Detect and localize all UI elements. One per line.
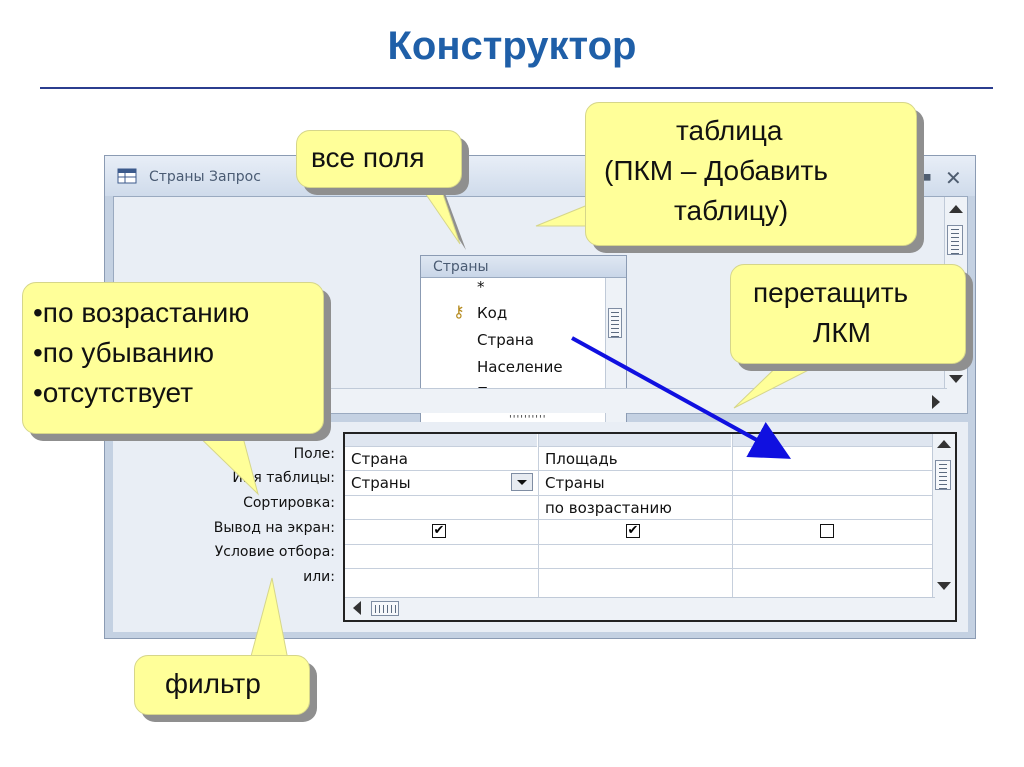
row-label-show: Вывод на экран: bbox=[213, 520, 335, 536]
row-label-criteria: Условие отбора: bbox=[214, 544, 335, 560]
show-checkbox-3[interactable] bbox=[820, 524, 834, 538]
filter-callout: фильтр bbox=[134, 655, 310, 715]
table-dropdown-icon[interactable] bbox=[511, 473, 533, 491]
design-grid-pane: Поле: Имя таблицы: Сортировка: Вывод на … bbox=[113, 422, 968, 632]
minimize-icon[interactable]: ▬ bbox=[915, 166, 933, 187]
title-underline bbox=[40, 87, 993, 89]
field-kod[interactable]: Код bbox=[477, 304, 508, 322]
slide-title: Конструктор bbox=[387, 24, 637, 68]
grid-divider bbox=[538, 434, 539, 600]
table-callout-line-1: таблица bbox=[676, 115, 783, 146]
query-icon bbox=[117, 168, 137, 184]
field-all[interactable]: * bbox=[477, 278, 485, 296]
grid-cell-sort-2[interactable]: по возрастанию bbox=[545, 499, 672, 517]
grid-scroll-down-icon[interactable] bbox=[937, 582, 951, 590]
filter-callout-tail bbox=[249, 577, 289, 661]
grid-divider bbox=[345, 495, 935, 496]
grid-divider bbox=[345, 544, 935, 545]
drag-arrow bbox=[571, 336, 792, 459]
primary-key-icon: ⚷ bbox=[453, 302, 465, 321]
field-list-scrollbar[interactable] bbox=[605, 278, 626, 422]
grid-divider bbox=[732, 434, 733, 600]
grid-divider bbox=[345, 470, 935, 471]
column-selector-1[interactable] bbox=[345, 434, 537, 447]
grid-cell-field-2[interactable]: Площадь bbox=[545, 450, 618, 468]
field-naselenie[interactable]: Население bbox=[477, 358, 563, 376]
sort-option-ascending: •по возрастанию bbox=[33, 297, 250, 328]
upper-scroll-thumb[interactable] bbox=[947, 225, 963, 255]
field-strana[interactable]: Страна bbox=[477, 331, 534, 349]
sort-options-callout: •по возрастанию •по убыванию •отсутствуе… bbox=[22, 282, 324, 434]
grid-divider bbox=[345, 519, 935, 520]
all-fields-callout: все поля bbox=[296, 130, 462, 188]
scroll-down-icon[interactable] bbox=[949, 375, 963, 383]
row-label-field: Поле: bbox=[293, 446, 335, 462]
drag-callout: перетащить ЛКМ bbox=[730, 264, 966, 364]
query-design-grid[interactable]: Страна Площадь Страны Страны по возраста… bbox=[343, 432, 957, 622]
scroll-right-icon[interactable] bbox=[932, 395, 940, 409]
row-label-or: или: bbox=[303, 569, 335, 585]
grid-horizontal-scrollbar[interactable] bbox=[345, 597, 935, 620]
grid-vertical-scrollbar[interactable] bbox=[932, 434, 955, 620]
all-fields-callout-text: все поля bbox=[311, 142, 425, 173]
grid-cell-field-1[interactable]: Страна bbox=[351, 450, 408, 468]
grid-divider bbox=[345, 568, 935, 569]
drag-callout-line-1: перетащить bbox=[753, 277, 909, 308]
close-icon[interactable]: ✕ bbox=[945, 166, 962, 190]
window-title: Страны Запрос bbox=[149, 169, 261, 185]
pane-splitter[interactable]: '''''''''' bbox=[509, 414, 547, 425]
grid-hscroll-thumb[interactable] bbox=[371, 601, 399, 616]
grid-cell-table-1[interactable]: Страны bbox=[351, 474, 411, 492]
sort-option-descending: •по убыванию bbox=[33, 337, 215, 368]
show-checkbox-2[interactable]: ✔ bbox=[626, 523, 640, 538]
scroll-up-icon[interactable] bbox=[949, 205, 963, 213]
row-label-sort: Сортировка: bbox=[243, 495, 335, 511]
sort-callout-tail bbox=[186, 425, 259, 496]
grid-scroll-up-icon[interactable] bbox=[937, 440, 951, 448]
grid-scroll-thumb[interactable] bbox=[935, 460, 951, 490]
filter-callout-text: фильтр bbox=[165, 668, 261, 699]
drag-callout-line-2: ЛКМ bbox=[813, 317, 872, 348]
column-selector-2[interactable] bbox=[539, 434, 731, 447]
grid-cell-table-2[interactable]: Страны bbox=[545, 474, 605, 492]
row-label-table: Имя таблицы: bbox=[232, 470, 335, 486]
show-checkbox-1[interactable]: ✔ bbox=[432, 523, 446, 538]
field-list-header[interactable]: Страны bbox=[421, 256, 626, 278]
field-list-scroll-thumb[interactable] bbox=[608, 308, 622, 338]
table-callout: таблица (ПКМ – Добавить таблицу) bbox=[585, 102, 917, 246]
sort-option-none: •отсутствует bbox=[33, 377, 194, 408]
table-callout-line-3: таблицу) bbox=[674, 195, 789, 226]
table-callout-line-2: (ПКМ – Добавить bbox=[604, 155, 828, 186]
grid-scroll-left-icon[interactable] bbox=[353, 601, 361, 615]
